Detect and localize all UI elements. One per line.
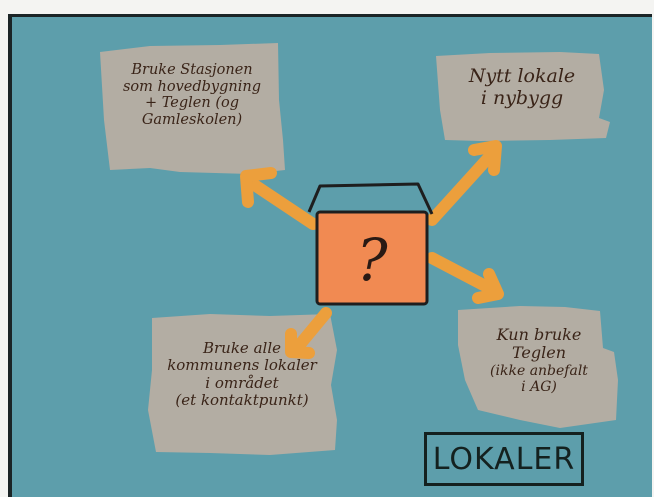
note-blob-top-right: [436, 52, 610, 141]
note-line: Kun bruke: [496, 325, 582, 344]
arrow-to-bottom-right: [426, 252, 504, 304]
diagram-title: LOKALER: [424, 432, 584, 486]
note-line: i nybygg: [480, 86, 564, 109]
arrow-to-bottom-left: [285, 307, 332, 359]
question-mark: ?: [356, 226, 388, 294]
note-line: Bruke alle: [202, 339, 281, 357]
house-icon: ?: [307, 182, 434, 306]
arrow-to-top-right: [426, 140, 502, 226]
arrow-to-top-left: [240, 167, 319, 230]
note-blob-bottom-right: [458, 306, 618, 428]
note-line: i området: [205, 373, 279, 392]
note-blob-top-left: [100, 43, 285, 174]
option-note-top-left: Bruke Stasjonen som hovedbygning + Tegle…: [104, 62, 280, 129]
note-line: Teglen: [511, 343, 567, 363]
note-line: Gamleskolen): [141, 112, 243, 129]
option-note-top-right: Nytt lokale i nybygg: [442, 65, 602, 110]
note-line: i AG): [521, 378, 557, 395]
note-line: som hovedbygning: [122, 78, 261, 95]
note-line: + Teglen (og: [144, 95, 239, 112]
option-note-bottom-right: Kun bruke Teglen (ikke anbefalt i AG): [462, 325, 616, 395]
option-note-bottom-left: Bruke alle kommunens lokaler i området (…: [152, 339, 332, 409]
note-line: kommunens lokaler: [167, 356, 317, 375]
note-line: Nytt lokale: [468, 65, 576, 87]
note-line: (ikke anbefalt: [490, 362, 588, 379]
question-box: [315, 210, 429, 306]
note-line: Bruke Stasjonen: [131, 62, 253, 78]
note-line: (et kontaktpunkt): [175, 390, 309, 409]
